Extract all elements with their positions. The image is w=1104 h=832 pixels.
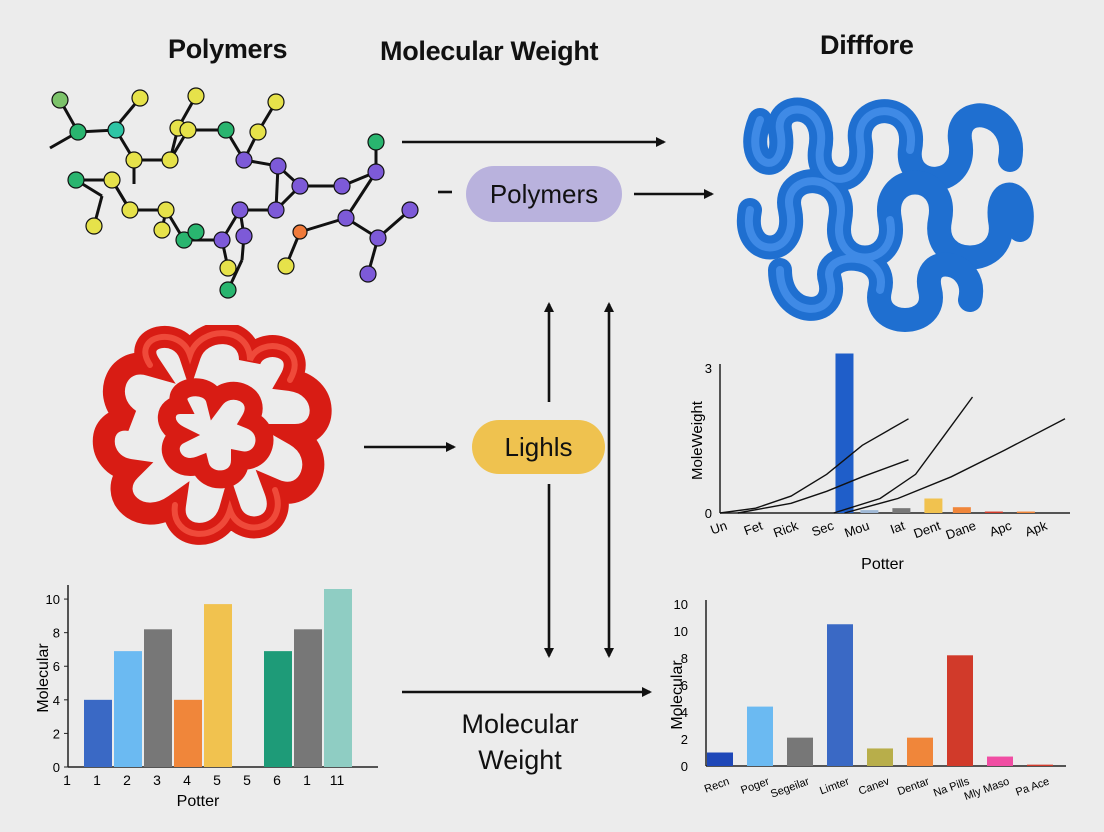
bar	[867, 748, 893, 766]
bar	[174, 699, 202, 767]
title-molecular-weight: Molecular Weight	[380, 36, 599, 66]
x-tick-label: Apc	[987, 518, 1014, 540]
bar	[984, 511, 1003, 513]
y-tick-label: 8	[53, 626, 60, 641]
bar	[1027, 764, 1053, 766]
series-line	[719, 418, 909, 514]
lights-node-label: Lighls	[504, 432, 573, 462]
x-tick-label: Recn	[703, 776, 731, 796]
x-tick-label: 4	[183, 772, 191, 788]
x-tick-label: Dent	[911, 518, 942, 542]
bar	[924, 498, 943, 513]
x-tick-label: Mou	[842, 518, 871, 541]
y-axis-label: Molecular	[35, 643, 52, 713]
x-tick-label: Iat	[888, 518, 907, 537]
x-tick-label: Fet	[742, 518, 765, 539]
x-tick-label: 1	[93, 772, 101, 788]
bar	[952, 507, 971, 513]
y-tick-label: 2	[53, 726, 60, 741]
bar	[264, 651, 292, 767]
x-tick-label: Sec	[810, 518, 837, 540]
x-tick-label: Apk	[1023, 518, 1050, 540]
y-axis-label: Molecular	[669, 660, 686, 730]
series-line	[844, 418, 1066, 514]
y-tick-label: 4	[53, 693, 60, 708]
molecular-weight-line1: Molecular	[461, 709, 579, 739]
bar	[294, 629, 322, 767]
bar	[907, 737, 933, 766]
title-diffore: Difffore	[820, 30, 914, 60]
x-axis-label: Potter	[177, 793, 220, 810]
polymers-node: Polymers	[466, 166, 622, 222]
y-tick-label: 10	[674, 624, 688, 639]
bar	[947, 655, 973, 766]
blue-protein-icon	[736, 97, 1034, 332]
x-tick-label: 2	[123, 772, 131, 788]
y-tick-label: 6	[681, 678, 688, 693]
x-axis-label: Potter	[861, 556, 904, 573]
y-tick-label: 10	[46, 592, 60, 607]
polymers-node-label: Polymers	[489, 179, 599, 209]
bar	[144, 629, 172, 767]
y-tick-label: 3	[705, 361, 712, 376]
y-tick-label: 4	[681, 705, 688, 720]
x-tick-label: Rick	[771, 518, 800, 541]
y-tick-label: 0	[705, 506, 712, 521]
bar	[987, 756, 1013, 766]
x-tick-label: 1	[303, 772, 311, 788]
series-line	[737, 459, 909, 514]
molecular-weight-node: Molecular Weight	[420, 706, 620, 778]
x-tick-label: 11	[330, 772, 345, 788]
y-tick-label: 6	[53, 659, 60, 674]
bar	[204, 604, 232, 767]
x-tick-label: 5	[213, 772, 221, 788]
bar	[860, 510, 879, 513]
x-tick-label: Canev	[857, 775, 891, 797]
bar	[114, 651, 142, 767]
y-tick-label: 0	[681, 759, 688, 774]
molecule-structure-icon	[49, 87, 419, 299]
series-line	[833, 396, 974, 514]
x-tick-label: 5	[243, 772, 251, 788]
x-tick-label: Mly Maso	[963, 776, 1011, 803]
y-tick-label: 2	[681, 732, 688, 747]
y-tick-label: 10	[674, 597, 688, 612]
red-protein-icon	[92, 325, 332, 545]
x-tick-label: Poger	[739, 775, 771, 796]
title-polymers: Polymers	[168, 34, 288, 64]
bar	[707, 752, 733, 766]
x-tick-label: Pa Ace	[1014, 776, 1051, 799]
bar	[787, 737, 813, 766]
bar	[747, 706, 773, 766]
x-tick-label: Limter	[818, 775, 851, 797]
x-tick-label: Segeilar	[769, 775, 811, 800]
x-tick-label: 1	[63, 772, 71, 788]
x-tick-label: 3	[153, 772, 161, 788]
y-tick-label: 8	[681, 651, 688, 666]
y-axis-label: MoleWeight	[689, 400, 706, 480]
lights-node: Lighls	[472, 420, 605, 474]
bar	[892, 508, 911, 513]
x-tick-label: Dentar	[896, 775, 931, 798]
bar	[84, 699, 112, 767]
x-tick-label: Un	[708, 518, 729, 538]
bar	[1016, 511, 1035, 513]
y-tick-label: 0	[53, 760, 60, 775]
bar	[835, 353, 854, 513]
x-tick-label: Dane	[944, 518, 978, 543]
bar	[324, 589, 352, 767]
bar	[827, 624, 853, 766]
x-tick-label: 6	[273, 772, 281, 788]
molecular-weight-line2: Weight	[478, 745, 562, 775]
